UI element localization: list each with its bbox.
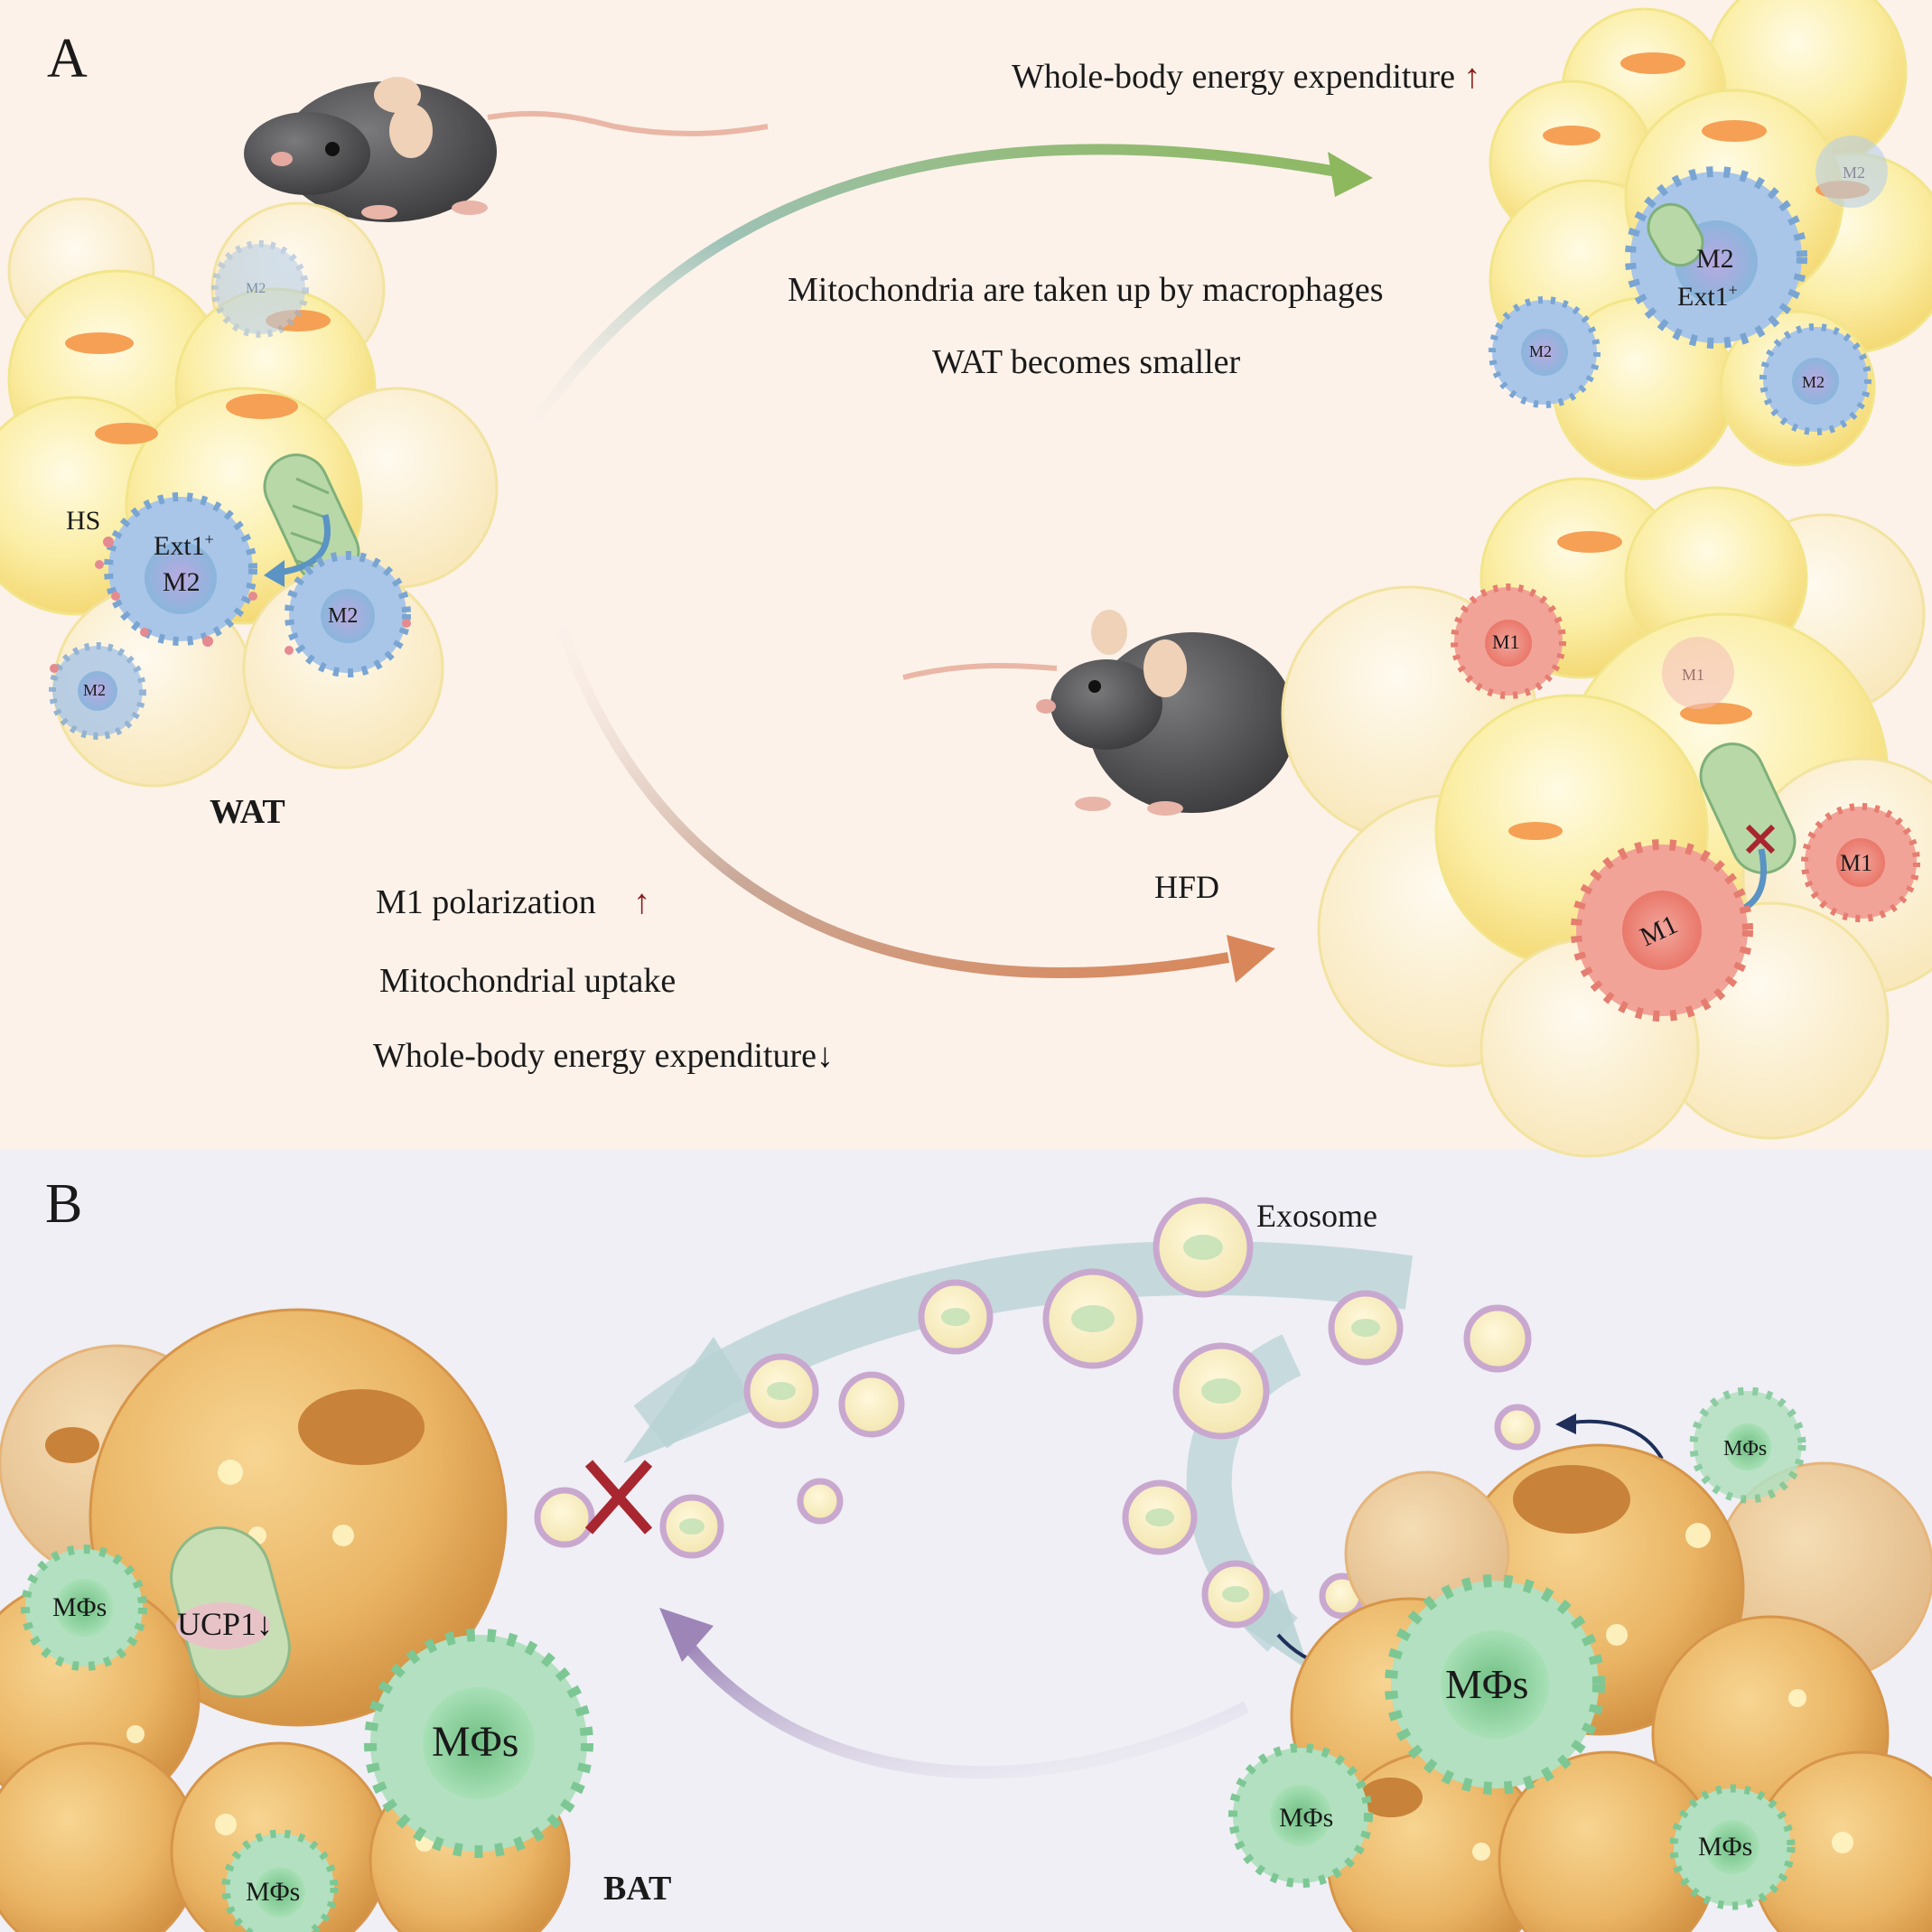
m2-label: M2 xyxy=(83,681,107,699)
energy-up-label: Whole-body energy expenditure ↑ xyxy=(1012,60,1481,94)
block-x-icon xyxy=(584,1460,653,1535)
wat-smaller-label: WAT becomes smaller xyxy=(932,343,1241,381)
m2-label: M2 xyxy=(246,281,266,296)
bat-label: BAT xyxy=(603,1870,672,1908)
macrophage-label: MΦs xyxy=(432,1718,519,1766)
block-x-icon xyxy=(1745,824,1776,854)
m1-polarization-label: M1 polarization ↑ xyxy=(376,885,650,919)
mito-uptake-label: Mitochondrial uptake xyxy=(379,962,677,1000)
macrophage-icon xyxy=(21,1545,593,1932)
up-arrow-icon: ↑ xyxy=(1463,58,1481,96)
m2-label: M2 xyxy=(1529,342,1553,360)
wat-label: WAT xyxy=(210,793,285,831)
ucp1-protein xyxy=(176,1602,270,1649)
mouse-icon xyxy=(902,610,1296,816)
energy-down-text: Whole-body energy expenditure xyxy=(373,1037,817,1075)
m2-label: M2 xyxy=(328,604,359,628)
ext1-superscript: + xyxy=(204,530,214,548)
m2-macrophage-icon xyxy=(1489,135,1888,435)
m1-polarization-text: M1 polarization xyxy=(376,883,596,921)
m1-label: M1 xyxy=(1840,850,1873,876)
macrophage-icon xyxy=(1228,1386,1806,1910)
down-arrow-icon: ↓ xyxy=(257,1606,274,1642)
m1-label: M1 xyxy=(1682,666,1705,684)
macrophage-label: MΦs xyxy=(1279,1803,1334,1833)
ext1-text: Ext1 xyxy=(1677,282,1729,312)
macrophage-label: MΦs xyxy=(1723,1437,1768,1461)
bottom-arc-arrowhead xyxy=(1227,935,1275,983)
macrophage-label: MΦs xyxy=(246,1877,301,1907)
ucp1-text: UCP1 xyxy=(177,1606,257,1642)
hs-label: HS xyxy=(66,506,101,536)
down-arrow-icon: ↓ xyxy=(817,1037,835,1075)
ext1-label: Ext1+ xyxy=(1677,282,1738,311)
energy-down-label: Whole-body energy expenditure↓ xyxy=(373,1039,834,1073)
m2-label: M2 xyxy=(1843,163,1866,182)
macrophage-label: MΦs xyxy=(1445,1661,1529,1707)
mouse-icon xyxy=(244,77,769,222)
up-arrow-icon: ↑ xyxy=(633,883,651,921)
m2-macrophage-icon xyxy=(49,240,411,740)
macrophage-label: MΦs xyxy=(1698,1832,1753,1862)
panel-b-letter: B xyxy=(45,1173,83,1235)
bottom-arc-arrow xyxy=(555,621,1230,979)
energy-up-text: Whole-body energy expenditure xyxy=(1012,58,1456,96)
ucp1-label: UCP1↓ xyxy=(177,1608,273,1640)
m1-label: M1 xyxy=(1492,630,1520,653)
exosome-cargo xyxy=(443,1235,1380,1602)
bat-adipocyte-cluster xyxy=(1290,1443,1932,1932)
top-arc-arrowhead xyxy=(1328,152,1373,197)
ext1-superscript: + xyxy=(1728,281,1738,299)
lipid-droplets xyxy=(1472,1523,1853,1861)
hs-dots xyxy=(50,537,411,673)
macrophage-label: MΦs xyxy=(52,1592,107,1622)
panel-a-letter: A xyxy=(47,28,88,89)
m2-label: M2 xyxy=(163,567,201,597)
m2-label: M2 xyxy=(1696,244,1734,274)
exosome-label: Exosome xyxy=(1256,1198,1377,1234)
ext1-label: Ext1+ xyxy=(154,531,214,560)
mitochondrion-icon xyxy=(1699,742,1797,874)
top-arc-arrow xyxy=(528,144,1339,428)
mito-uptake-label: Mitochondria are taken up by macrophages xyxy=(788,271,1384,309)
m1-macrophage-icon xyxy=(1451,583,1920,1022)
hfd-label: HFD xyxy=(1154,869,1220,905)
ext1-text: Ext1 xyxy=(154,531,205,561)
m2-label: M2 xyxy=(1802,373,1825,391)
